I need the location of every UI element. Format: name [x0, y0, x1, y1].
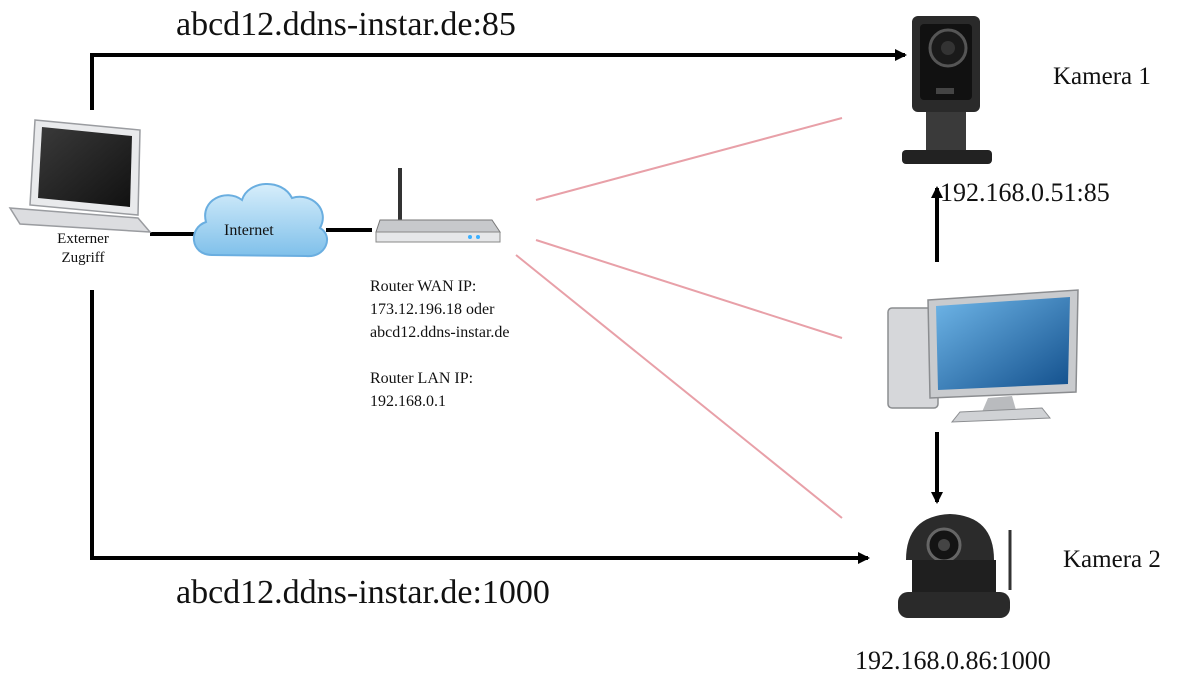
top-route-arrow [90, 49, 907, 110]
router-lan-ip: 192.168.0.1 [370, 393, 446, 410]
laptop-label: Externer Zugriff [38, 230, 128, 268]
router-wan-host: abcd12.ddns-instar.de [370, 324, 510, 341]
camera1-icon [902, 16, 992, 164]
top-url-label: abcd12.ddns-instar.de:85 [176, 6, 516, 43]
internet-cloud-icon [192, 183, 328, 258]
laptop-label-line2: Zugriff [61, 250, 105, 266]
camera2-address: 192.168.0.86:1000 [855, 646, 1051, 675]
camera1-name: Kamera 1 [1053, 63, 1151, 90]
desktop-pc-icon [887, 289, 1079, 423]
router-wan-label: Router WAN IP: [370, 278, 477, 295]
camera1-address: 192.168.0.51:85 [940, 178, 1110, 207]
router-info: Router WAN IP: 173.12.196.18 oder abcd12… [370, 275, 510, 413]
router-to-camera2-link [515, 254, 843, 519]
router-to-camera1-link [535, 117, 843, 201]
camera2-icon [898, 514, 1012, 618]
laptop-label-line1: Externer [57, 231, 109, 247]
bottom-url-label: abcd12.ddns-instar.de:1000 [176, 574, 550, 611]
router-icon [375, 168, 501, 243]
router-to-pc-link [535, 239, 843, 339]
router-lan-label: Router LAN IP: [370, 370, 474, 387]
router-wan-ip: 173.12.196.18 oder [370, 301, 495, 318]
camera2-name: Kamera 2 [1063, 546, 1161, 573]
bottom-route-arrow [90, 290, 870, 564]
laptop-icon [8, 119, 152, 233]
cloud-label: Internet [224, 222, 274, 239]
